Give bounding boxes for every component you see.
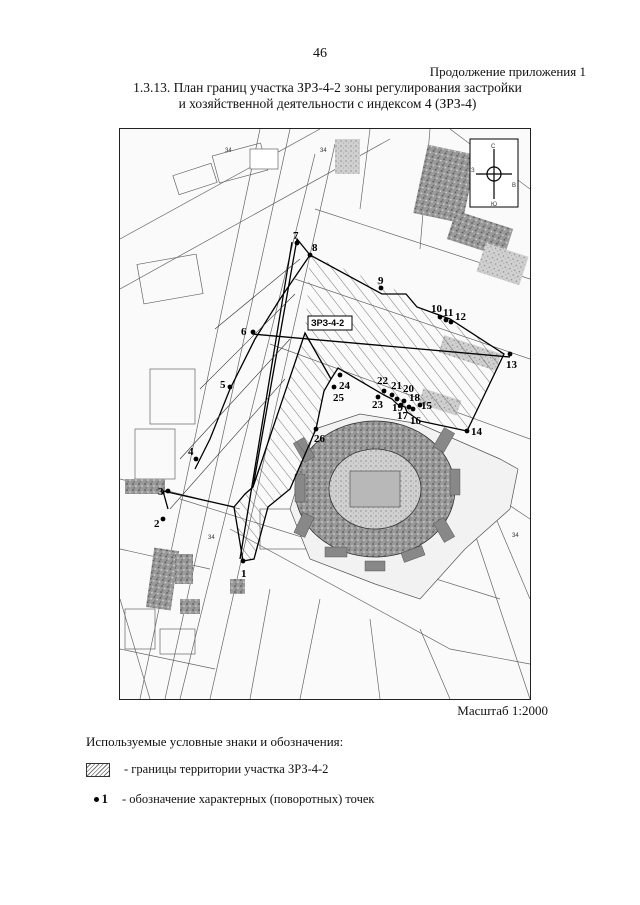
point-label: 14 (471, 426, 483, 438)
legend-point-row: 1 - обозначение характерных (поворотных)… (86, 791, 375, 807)
district-label: 34 (208, 535, 215, 541)
boundary-map: 34 34 34 34 С Ю З В ЗРЗ-4-2 (119, 128, 531, 700)
point-label: 26 (314, 433, 326, 445)
point-label: 24 (339, 380, 351, 392)
point-label: 2 (154, 518, 160, 530)
zone-boundary-lines (162, 237, 511, 562)
point-label: 8 (312, 242, 318, 254)
hatch-swatch-icon (86, 762, 110, 777)
zone-label-box: ЗРЗ-4-2 (307, 315, 353, 331)
compass-south-label: Ю (491, 202, 497, 208)
legend-point-text: - обозначение характерных (поворотных) т… (122, 791, 375, 806)
point-label: 11 (443, 307, 453, 319)
legend-zone-row: - границы территории участка ЗРЗ-4-2 (86, 762, 328, 777)
point-label: 22 (377, 375, 389, 387)
point-marker-icon: 1 (86, 791, 108, 807)
point-label: 5 (220, 379, 226, 391)
point-label: 12 (455, 311, 467, 323)
point-label: 9 (378, 275, 384, 287)
point-label: 23 (372, 399, 384, 411)
zone-label: ЗРЗ-4-2 (311, 318, 344, 328)
page-number: 46 (313, 46, 327, 61)
point-label: 17 (397, 410, 409, 422)
point-label: 1 (241, 568, 247, 580)
point-label: 19 (392, 402, 404, 414)
point-label: 20 (403, 383, 415, 395)
district-labels: 34 34 34 34 (208, 148, 519, 541)
plan-title-line2: и хозяйственной деятельности с индексом … (178, 96, 477, 111)
boundary-points (160, 240, 513, 564)
point-sample-number: 1 (101, 791, 109, 806)
buildings-layer (125, 139, 529, 614)
plan-title: 1.3.13. План границ участка ЗРЗ-4-2 зоны… (60, 80, 595, 112)
point-label: 6 (241, 326, 247, 338)
district-label: 34 (225, 148, 232, 154)
point-label: 21 (391, 380, 402, 392)
point-label: 4 (188, 446, 194, 458)
point-label: 13 (506, 359, 518, 371)
point-label: 15 (421, 400, 433, 412)
boundary-point-labels: 1 2 3 4 5 6 7 8 9 10 11 12 13 14 15 16 1… (154, 230, 518, 580)
point-label: 3 (158, 486, 164, 498)
point-label: 18 (409, 392, 421, 404)
map-scale: Масштаб 1:2000 (457, 703, 548, 718)
legend-zone-text: - границы территории участка ЗРЗ-4-2 (124, 762, 329, 776)
point-label: 25 (333, 392, 345, 404)
compass-east-label: В (512, 183, 516, 189)
zone-zrz-4-2-area (234, 255, 504, 561)
district-label: 34 (320, 148, 327, 154)
point-label: 16 (410, 415, 422, 427)
compass-west-label: З (471, 168, 475, 174)
legend-title: Используемые условные знаки и обозначени… (86, 734, 344, 749)
plan-title-line1: 1.3.13. План границ участка ЗРЗ-4-2 зоны… (133, 80, 522, 95)
point-label: 7 (293, 230, 299, 242)
compass-rose: С Ю З В (469, 138, 519, 208)
district-label: 34 (512, 533, 519, 539)
compass-north-label: С (491, 144, 496, 150)
diagonal-road-lines (169, 258, 301, 510)
continuation-note: Продолжение приложения 1 (429, 64, 586, 79)
stadium (289, 413, 519, 600)
point-label: 10 (431, 303, 443, 315)
